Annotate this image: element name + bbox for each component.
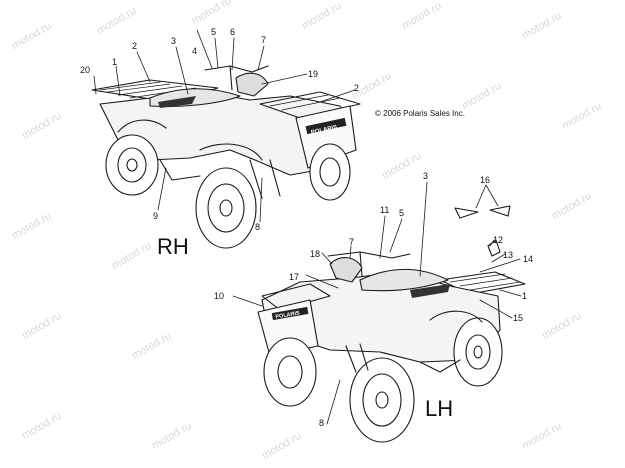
callout-number: 19 (308, 69, 319, 79)
callout-number: 7 (349, 237, 355, 247)
callout-number: 14 (523, 254, 534, 264)
callout-number: 3 (171, 36, 177, 46)
callout-number: 13 (503, 250, 514, 260)
callout-number: 7 (261, 35, 267, 45)
callout-number: 5 (399, 208, 405, 218)
callout-number: 20 (80, 65, 91, 75)
copyright-notice: © 2006 Polaris Sales Inc. (375, 109, 465, 118)
callout-number: 16 (480, 175, 491, 185)
callout-number: 11 (380, 205, 390, 215)
callout-number: 17 (289, 272, 300, 282)
callout-number: 6 (230, 27, 236, 37)
svg-text:POLARIS: POLARIS (311, 125, 338, 136)
callout-number: 10 (214, 291, 225, 301)
lh-atv-drawing: POLARIS (257, 205, 526, 443)
callout-number: 1 (112, 57, 118, 67)
callout-number: 5 (211, 27, 217, 37)
callout-number: 9 (153, 211, 159, 221)
callout-number: 8 (319, 418, 325, 428)
callout-number: 3 (423, 171, 429, 181)
leader-lines (93, 29, 522, 425)
callout-number: 15 (513, 313, 524, 323)
svg-text:POLARIS: POLARIS (275, 310, 300, 320)
rh-atv-drawing: POLARIS (91, 65, 361, 249)
callout-number: 2 (132, 41, 138, 51)
callout-number: 12 (493, 235, 504, 245)
view-label-rh: RH (157, 234, 189, 259)
callout-number: 18 (310, 249, 321, 259)
view-label-lh: LH (425, 396, 454, 421)
callout-number: 2 (354, 83, 360, 93)
callout-number: 8 (255, 222, 261, 232)
callout-number: 1 (522, 291, 528, 301)
callout-number: 4 (192, 46, 198, 56)
